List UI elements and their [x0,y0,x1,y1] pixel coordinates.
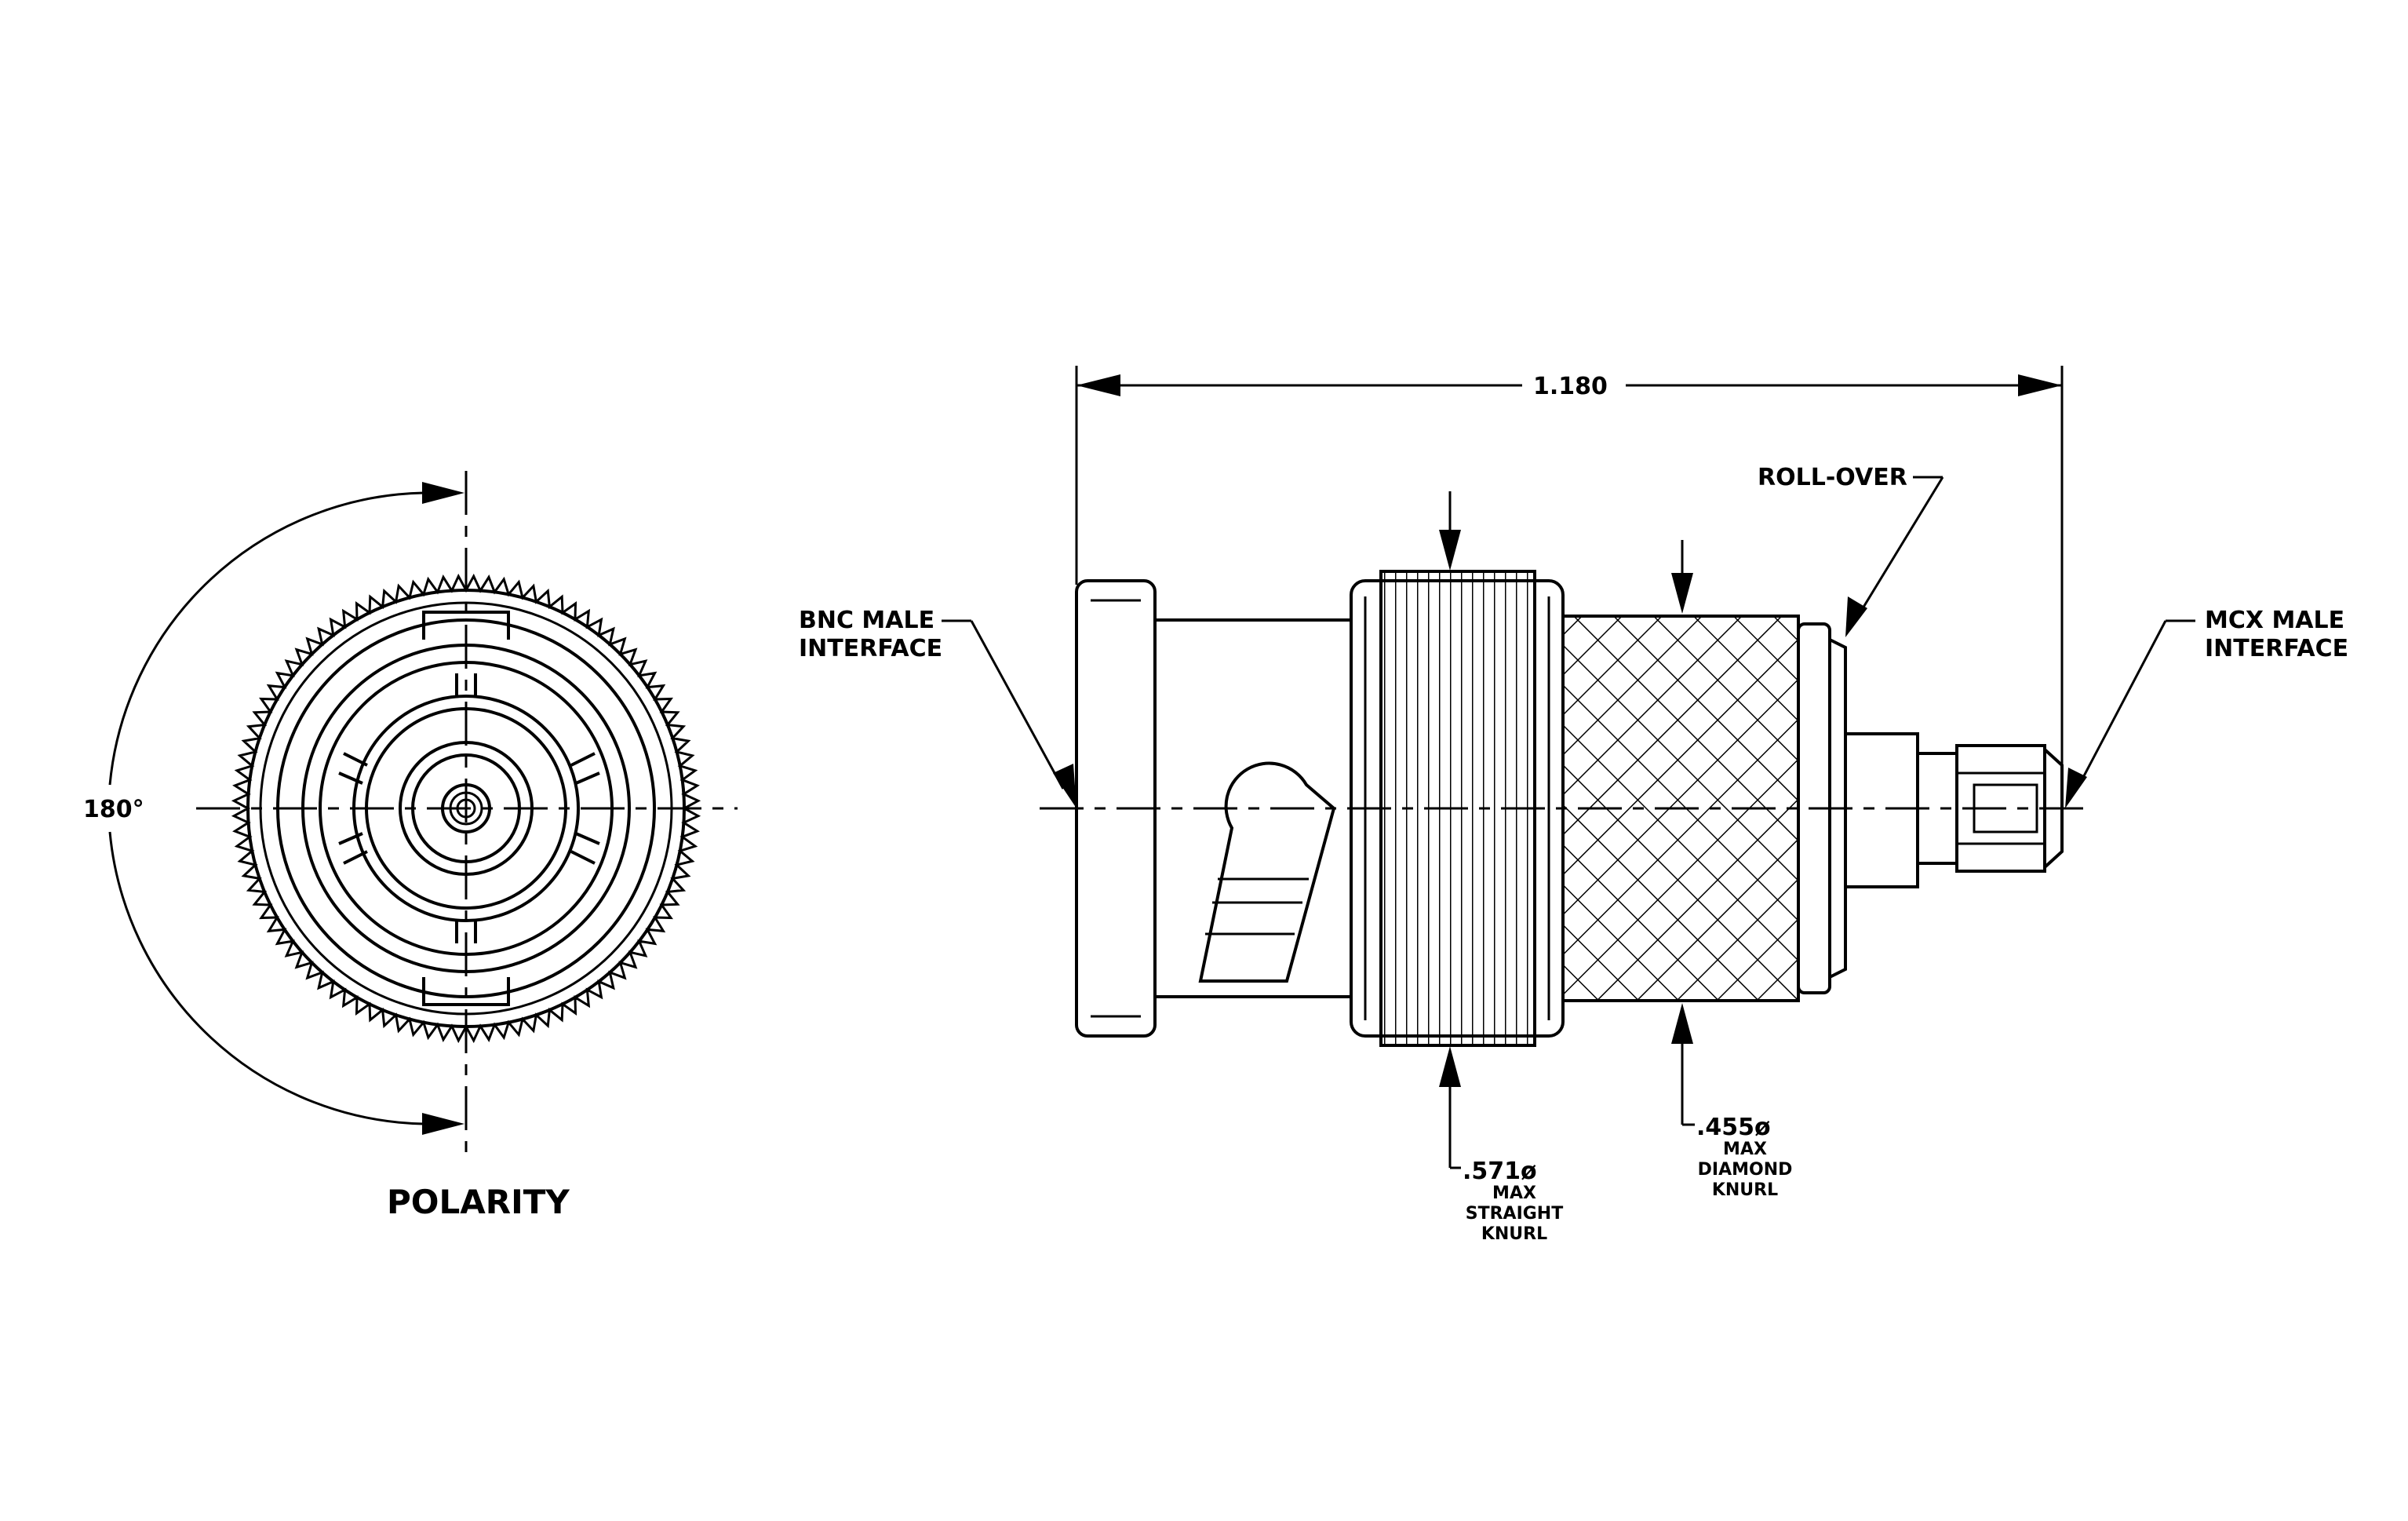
diamond-dim-bottom-arrow [1671,1003,1693,1044]
bottom-bayonet-lug [422,977,510,1006]
diamond-knurl-max: MAX [1723,1140,1767,1159]
straight-knurl-max: MAX [1492,1184,1536,1203]
bayonet-slot [1198,761,1336,983]
end-view: 180° POLARITY [83,471,738,1221]
bnc-label-line2: INTERFACE [799,635,942,662]
mcx-label-line2: INTERFACE [2205,635,2348,662]
rollover-label: ROLL-OVER [1758,464,1907,491]
contact-slots [338,673,600,943]
mcx-label-line1: MCX MALE [2205,607,2344,634]
length-arrow-left [1076,374,1120,396]
angle-arc-upper [108,491,424,786]
straight-knurl-diameter: .571ø [1463,1158,1537,1185]
bnc-leader-arrow [1053,764,1076,808]
diamond-knurl-word: KNURL [1712,1180,1778,1200]
diamond-knurl-diameter: .455ø [1696,1114,1771,1141]
bnc-leader-line [970,620,1065,790]
mcx-leader-line [2078,620,2167,786]
straight-knurl-type: STRAIGHT [1466,1204,1563,1224]
straight-knurl-word: KNURL [1481,1224,1547,1244]
overall-length-dimension: 1.180 [1533,373,1608,400]
mcx-leader-arrow [2065,768,2087,808]
mcx-body [1844,732,1919,888]
straight-dim-top-arrow [1439,530,1461,571]
diamond-dim-top-arrow [1671,573,1693,614]
side-view: 1.180 BNC MALE INTERF [799,366,2348,1244]
straight-dim-bottom-arrow [1439,1046,1461,1087]
angle-label: 180° [83,796,144,823]
polarity-title: POLARITY [387,1183,570,1221]
rollover-leader-line [1856,476,1944,617]
angle-arrow-bottom [422,1113,464,1135]
diamond-knurl-type: DIAMOND [1698,1160,1793,1180]
rollover-leader-arrow [1845,596,1867,637]
bnc-label-line1: BNC MALE [799,607,934,634]
angle-arrow-top [422,482,464,504]
angle-arc-lower [108,831,424,1125]
length-arrow-right [2018,374,2062,396]
